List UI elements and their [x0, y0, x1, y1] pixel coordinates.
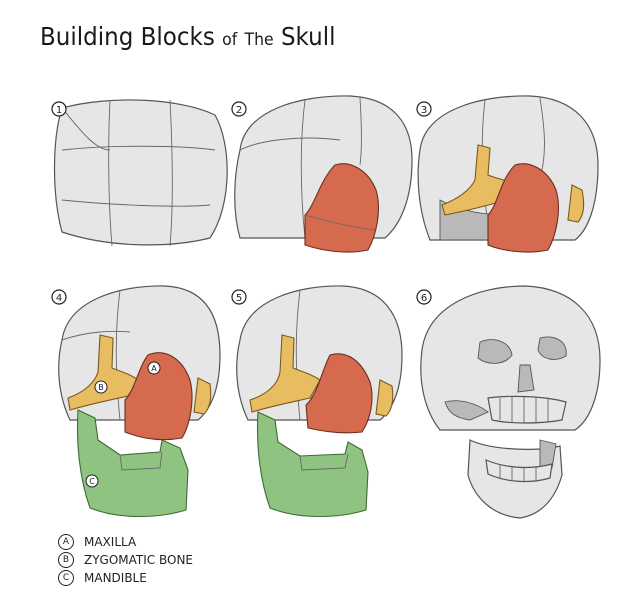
maxilla-block [304, 163, 379, 253]
marker-a-label: A [151, 364, 157, 373]
title-word-1: Building Blocks [40, 22, 215, 51]
cheek-shadow [444, 400, 489, 421]
eye-socket-right [537, 336, 567, 360]
panel-5: 5 [231, 285, 403, 518]
maxilla-block [487, 163, 559, 253]
eye-socket-left [477, 339, 513, 364]
panel-4-number: 4 [56, 293, 62, 304]
zygomatic-arch-right [375, 379, 394, 417]
zygomatic-refined [249, 334, 321, 413]
panel-4: A B C 4 [51, 285, 221, 518]
panel-6: 6 [416, 285, 601, 519]
panel-2-number: 2 [236, 105, 242, 116]
panel-3: 3 [416, 95, 599, 253]
zygomatic-block [441, 144, 516, 216]
legend-label-maxilla: MAXILLA [84, 535, 137, 549]
legend-item-zygomatic: B ZYGOMATIC BONE [58, 552, 193, 568]
nasal-cavity [517, 364, 535, 393]
legend-item-maxilla: A MAXILLA [58, 534, 136, 550]
cranium-box [53, 99, 228, 246]
zygomatic-block [67, 334, 139, 411]
marker-c [85, 474, 99, 488]
mandible-refined [256, 411, 369, 518]
legend-label-mandible: MANDIBLE [84, 571, 147, 585]
marker-c-label: C [89, 477, 95, 486]
panel-2: 2 [231, 95, 413, 253]
legend-label-zygomatic: ZYGOMATIC BONE [84, 553, 194, 567]
legend-item-mandible: C MANDIBLE [58, 570, 147, 586]
maxilla-block [124, 352, 193, 441]
panel-6-number: 6 [421, 293, 427, 304]
legend-marker-c: C [58, 570, 74, 586]
maxilla-refined [305, 353, 373, 434]
legend-marker-a: A [58, 534, 74, 550]
upper-teeth [487, 395, 567, 424]
title-word-3: The [244, 30, 274, 50]
title-word-4: Skull [280, 22, 336, 51]
panel-3-number: 3 [421, 105, 427, 116]
mandible-block [76, 409, 189, 518]
panel-1-number: 1 [56, 105, 62, 116]
lower-teeth [485, 459, 553, 483]
skull-cranium [420, 285, 601, 431]
page-title: Building Blocks of The Skull [40, 22, 336, 51]
zygomatic-arch-right [567, 184, 585, 223]
marker-b-label: B [98, 383, 104, 392]
panel-5-number: 5 [236, 293, 242, 304]
zygomatic-arch-right [193, 377, 212, 415]
marker-b [94, 380, 108, 394]
marker-a [147, 361, 161, 375]
title-word-2: of [222, 30, 238, 50]
legend-marker-b: B [58, 552, 74, 568]
panel-1: 1 [51, 99, 228, 247]
